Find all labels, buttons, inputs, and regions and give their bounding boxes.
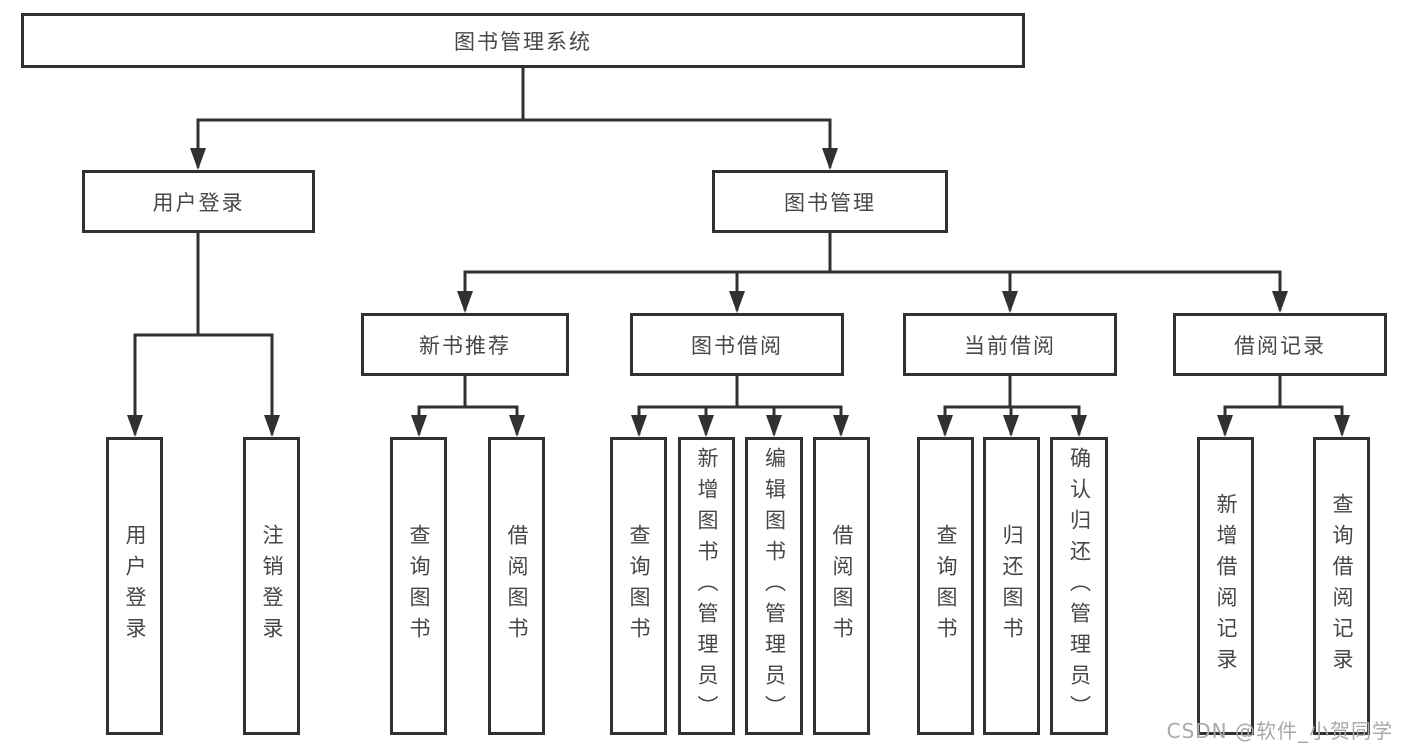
leaf-return-books: 归还图书 — [983, 437, 1040, 735]
node-current-borrowing-label: 当前借阅 — [964, 333, 1056, 358]
leaf-logout-label: 注销登录 — [260, 524, 284, 648]
node-user-login: 用户登录 — [82, 170, 315, 233]
leaf-query-books-borrowing-label: 查询图书 — [627, 524, 651, 648]
node-book-management-label: 图书管理 — [784, 190, 876, 215]
leaf-edit-book-admin: 编辑图书（管理员） — [745, 437, 803, 735]
leaf-add-book-admin-label: 新增图书（管理员） — [695, 446, 719, 726]
leaf-add-borrow-record-label: 新增借阅记录 — [1214, 493, 1238, 679]
leaf-edit-book-admin-label: 编辑图书（管理员） — [762, 446, 787, 726]
leaf-query-books-recommend: 查询图书 — [390, 437, 447, 735]
leaf-query-books-recommend-label: 查询图书 — [407, 524, 431, 648]
node-new-book-recommend-label: 新书推荐 — [419, 333, 511, 358]
leaf-query-books-current-label: 查询图书 — [934, 524, 958, 648]
leaf-borrow-books-borrowing-label: 借阅图书 — [830, 524, 854, 648]
leaf-add-book-admin: 新增图书（管理员） — [678, 437, 735, 735]
node-book-borrowing-label: 图书借阅 — [691, 333, 783, 358]
node-book-borrowing: 图书借阅 — [630, 313, 844, 376]
node-user-login-label: 用户登录 — [152, 190, 245, 215]
node-borrowing-records-label: 借阅记录 — [1234, 333, 1326, 358]
leaf-query-borrow-record: 查询借阅记录 — [1313, 437, 1370, 735]
leaf-query-books-current: 查询图书 — [917, 437, 974, 735]
leaf-borrow-books-borrowing: 借阅图书 — [813, 437, 870, 735]
root-node-label: 图书管理系统 — [454, 29, 592, 54]
leaf-borrow-books-recommend: 借阅图书 — [488, 437, 545, 735]
node-book-management: 图书管理 — [712, 170, 948, 233]
leaf-add-borrow-record: 新增借阅记录 — [1197, 437, 1254, 735]
leaf-query-borrow-record-label: 查询借阅记录 — [1330, 493, 1354, 679]
node-new-book-recommend: 新书推荐 — [361, 313, 569, 376]
leaf-confirm-return-admin-label: 确认归还（管理员） — [1067, 446, 1092, 726]
leaf-borrow-books-recommend-label: 借阅图书 — [505, 524, 529, 648]
leaf-user-login-label: 用户登录 — [123, 524, 147, 648]
node-borrowing-records: 借阅记录 — [1173, 313, 1387, 376]
leaf-query-books-borrowing: 查询图书 — [610, 437, 667, 735]
leaf-confirm-return-admin: 确认归还（管理员） — [1050, 437, 1108, 735]
csdn-watermark: CSDN @软件_小贺同学 — [1166, 719, 1393, 743]
leaf-user-login: 用户登录 — [106, 437, 163, 735]
node-current-borrowing: 当前借阅 — [903, 313, 1117, 376]
leaf-logout: 注销登录 — [243, 437, 300, 735]
leaf-return-books-label: 归还图书 — [1000, 524, 1024, 648]
root-node-system: 图书管理系统 — [21, 13, 1025, 68]
